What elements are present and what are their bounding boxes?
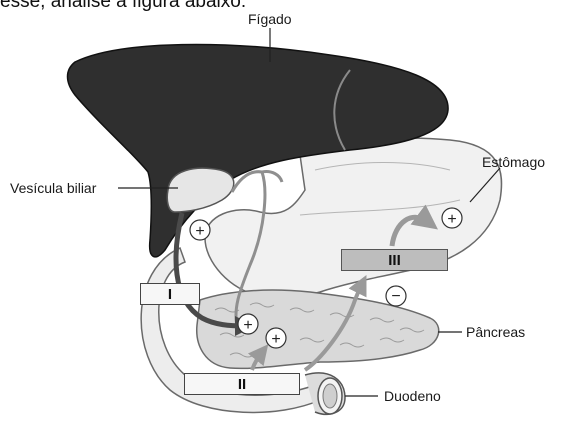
label-stomach: Estômago xyxy=(482,155,545,169)
plus-sign-1: + xyxy=(195,223,204,240)
plus-sign-2: + xyxy=(447,211,456,228)
label-gallbladder: Vesícula biliar xyxy=(10,181,96,195)
label-pancreas: Pâncreas xyxy=(466,325,525,339)
gallbladder-shape xyxy=(167,168,233,212)
label-duodenum: Duodeno xyxy=(384,389,441,403)
box-iii: III xyxy=(341,249,448,271)
box-ii: II xyxy=(184,373,300,395)
plus-sign-3: + xyxy=(243,317,252,334)
label-liver: Fígado xyxy=(248,12,292,26)
minus-sign: − xyxy=(391,288,400,305)
plus-sign-4: + xyxy=(271,331,280,348)
box-i: I xyxy=(140,283,200,305)
